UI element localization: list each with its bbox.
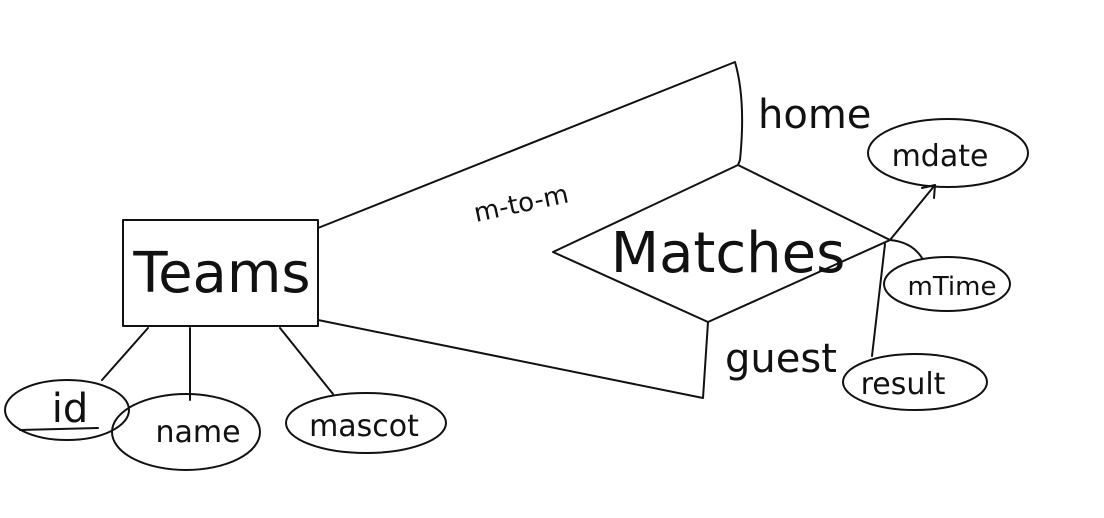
matches-label: Matches (611, 221, 846, 286)
id-label: id (52, 386, 89, 432)
attribute-mdate: mdate (867, 118, 1029, 241)
guest-connector: guest (317, 319, 837, 399)
attribute-mascot: mascot (279, 327, 447, 454)
name-label: name (155, 415, 240, 450)
teams-entity: Teams (122, 219, 319, 327)
attribute-result: result (842, 243, 988, 411)
teams-label: Teams (132, 241, 310, 306)
guest-role-label: guest (725, 336, 837, 382)
attribute-name: name (111, 327, 261, 471)
attribute-id: id (4, 327, 149, 441)
mtime-label: mTime (908, 272, 997, 302)
home-connector: home (317, 61, 871, 229)
attribute-mtime: mTime (883, 239, 1011, 312)
cardinality-label: m-to-m (471, 180, 571, 229)
home-role-label: home (758, 92, 871, 138)
mascot-label: mascot (309, 409, 419, 444)
mdate-label: mdate (892, 139, 989, 174)
matches-relationship: Matches (552, 164, 891, 323)
result-label: result (861, 367, 946, 402)
